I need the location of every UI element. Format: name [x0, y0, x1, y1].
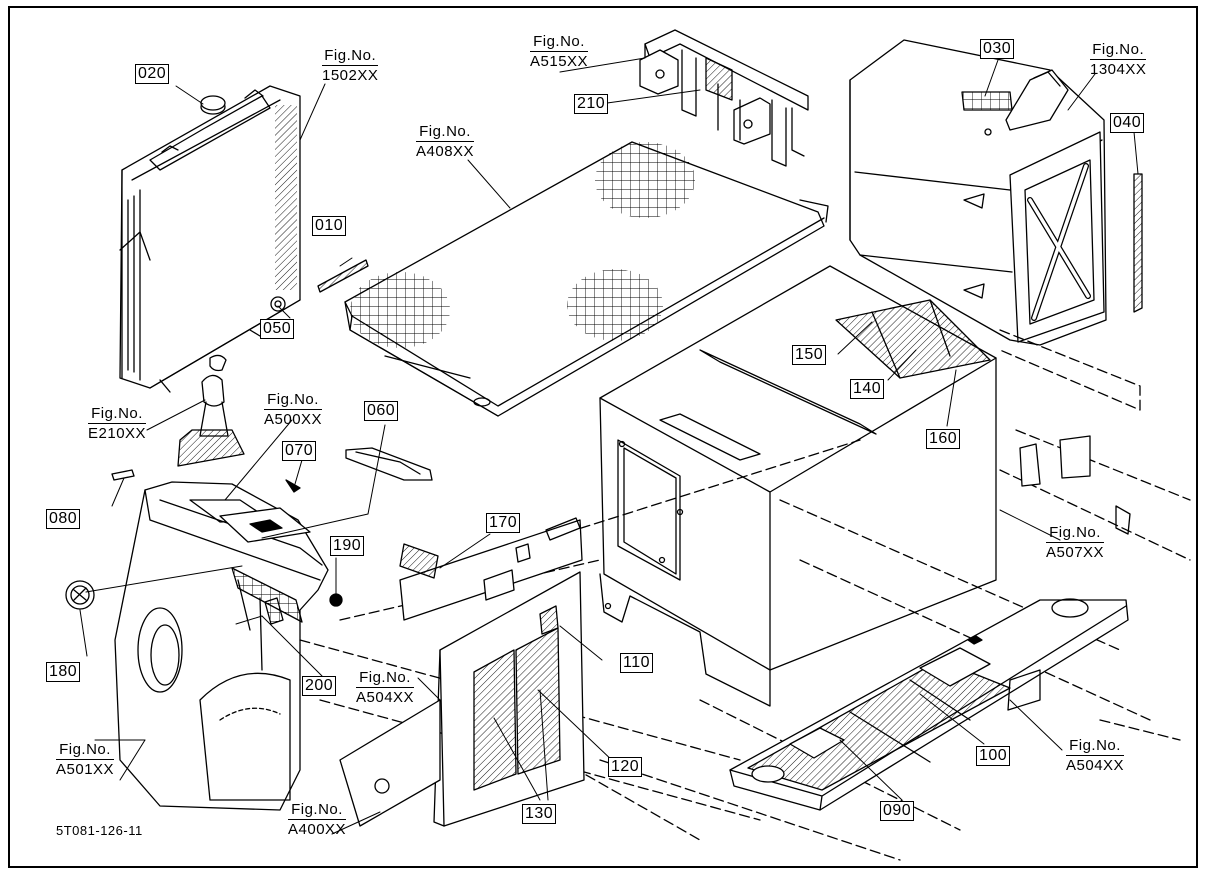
part-060-panel — [345, 447, 433, 481]
part-label-040: 040 — [1110, 113, 1145, 133]
part-label-170: 170 — [486, 513, 521, 533]
fig-ref-a507xx: Fig.No.A507XX — [1046, 524, 1105, 561]
part-label-090: 090 — [880, 801, 915, 821]
fig-ref-a400xx: Fig.No.A400XX — [288, 801, 347, 838]
leader-lines — [79, 57, 1139, 835]
part-label-190: 190 — [330, 536, 365, 556]
fig-ref-a408xx: Fig.No.A408XX — [416, 123, 475, 160]
part-label-160: 160 — [926, 429, 961, 449]
frame-bracket-right — [1019, 435, 1131, 535]
part-label-150: 150 — [792, 345, 827, 365]
seat-frame — [599, 265, 997, 707]
fig-ref-a504xx-left: Fig.No.A504XX — [356, 669, 415, 706]
part-label-060: 060 — [364, 401, 399, 421]
part-label-140: 140 — [850, 379, 885, 399]
part-label-130: 130 — [522, 804, 557, 824]
fig-ref-a504xx-right: Fig.No.A504XX — [1066, 737, 1125, 774]
side-plate — [339, 517, 585, 827]
part-label-080: 080 — [46, 509, 81, 529]
part-label-100: 100 — [976, 746, 1011, 766]
floor-plate — [729, 598, 1129, 811]
part-060-detail — [355, 451, 421, 475]
part-label-120: 120 — [608, 757, 643, 777]
top-bracket — [639, 29, 809, 167]
part-label-050: 050 — [260, 319, 295, 339]
fig-ref-e210xx: Fig.No.E210XX — [88, 405, 147, 442]
fig-ref-a501xx: Fig.No.A501XX — [56, 741, 115, 778]
fuel-tank — [849, 39, 1143, 346]
fig-ref-1502xx: Fig.No.1502XX — [322, 47, 379, 84]
fig-ref-a515xx: Fig.No.A515XX — [530, 33, 589, 70]
part-label-020: 020 — [135, 64, 170, 84]
control-lever — [111, 374, 245, 481]
seat-plate — [344, 141, 829, 417]
left-console — [65, 481, 343, 811]
fig-ref-1304xx: Fig.No.1304XX — [1090, 41, 1147, 78]
part-label-030: 030 — [980, 39, 1015, 59]
radiator — [119, 85, 301, 393]
part-label-070: 070 — [282, 441, 317, 461]
sheet-id: 5T081-126-11 — [56, 823, 143, 838]
part-label-010: 010 — [312, 216, 347, 236]
part-010-seal — [317, 259, 369, 293]
part-070-clip — [285, 479, 301, 493]
part-label-180: 180 — [46, 662, 81, 682]
part-label-110: 110 — [620, 653, 654, 673]
part-label-210: 210 — [574, 94, 609, 114]
part-label-200: 200 — [302, 676, 337, 696]
fig-ref-a500xx: Fig.No.A500XX — [264, 391, 323, 428]
